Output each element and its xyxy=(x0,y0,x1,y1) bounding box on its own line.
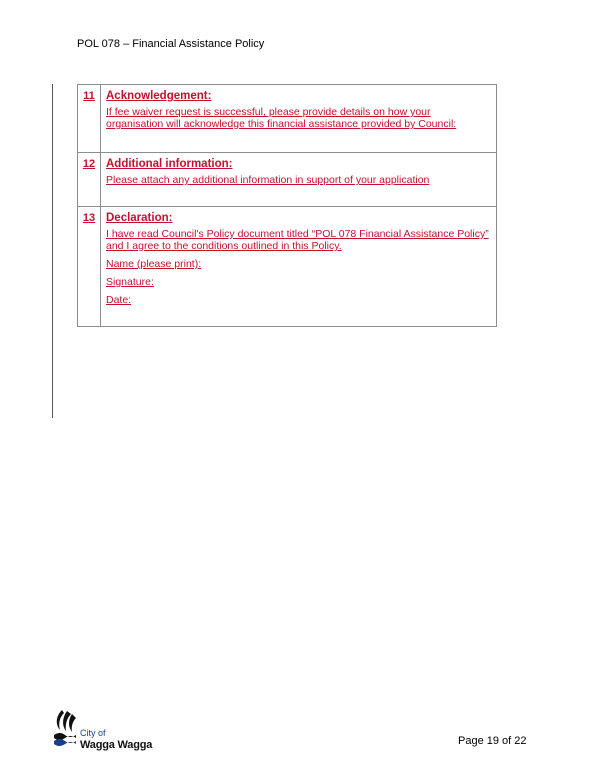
document-header: POL 078 – Financial Assistance Policy xyxy=(77,38,265,50)
section-title: Additional information: xyxy=(106,158,233,170)
section-title: Acknowledgement: xyxy=(106,90,212,102)
section-title: Declaration: xyxy=(106,212,173,224)
form-section-acknowledgement: 11 Acknowledgement: If fee waiver reques… xyxy=(77,84,497,153)
date-field-label: Date: xyxy=(106,294,132,306)
council-logo: City of Wagga Wagga xyxy=(52,708,162,752)
name-field-label: Name (please print): xyxy=(106,258,202,270)
section-content: Declaration: I have read Council's Polic… xyxy=(100,206,497,327)
declaration-statement: I have read Council's Policy document ti… xyxy=(106,228,489,252)
section-content: Additional information: Please attach an… xyxy=(100,152,497,207)
section-text: If fee waiver request is successful, ple… xyxy=(106,106,457,130)
form-section-additional-information: 12 Additional information: Please attach… xyxy=(77,152,497,207)
section-number: 13 xyxy=(77,206,101,327)
logo-city-text: City of xyxy=(80,728,106,738)
page-number: Page 19 of 22 xyxy=(458,735,527,747)
section-number: 11 xyxy=(77,84,101,153)
signature-field-label: Signature: xyxy=(106,276,154,288)
section-content: Acknowledgement: If fee waiver request i… xyxy=(100,84,497,153)
wagga-wagga-logo-icon xyxy=(54,710,76,746)
section-text: Please attach any additional information… xyxy=(106,174,430,186)
logo-name-text: Wagga Wagga xyxy=(80,739,153,751)
application-form-table: 11 Acknowledgement: If fee waiver reques… xyxy=(77,84,497,327)
form-section-declaration: 13 Declaration: I have read Council's Po… xyxy=(77,206,497,327)
revision-change-bar xyxy=(52,84,53,418)
section-number: 12 xyxy=(77,152,101,207)
